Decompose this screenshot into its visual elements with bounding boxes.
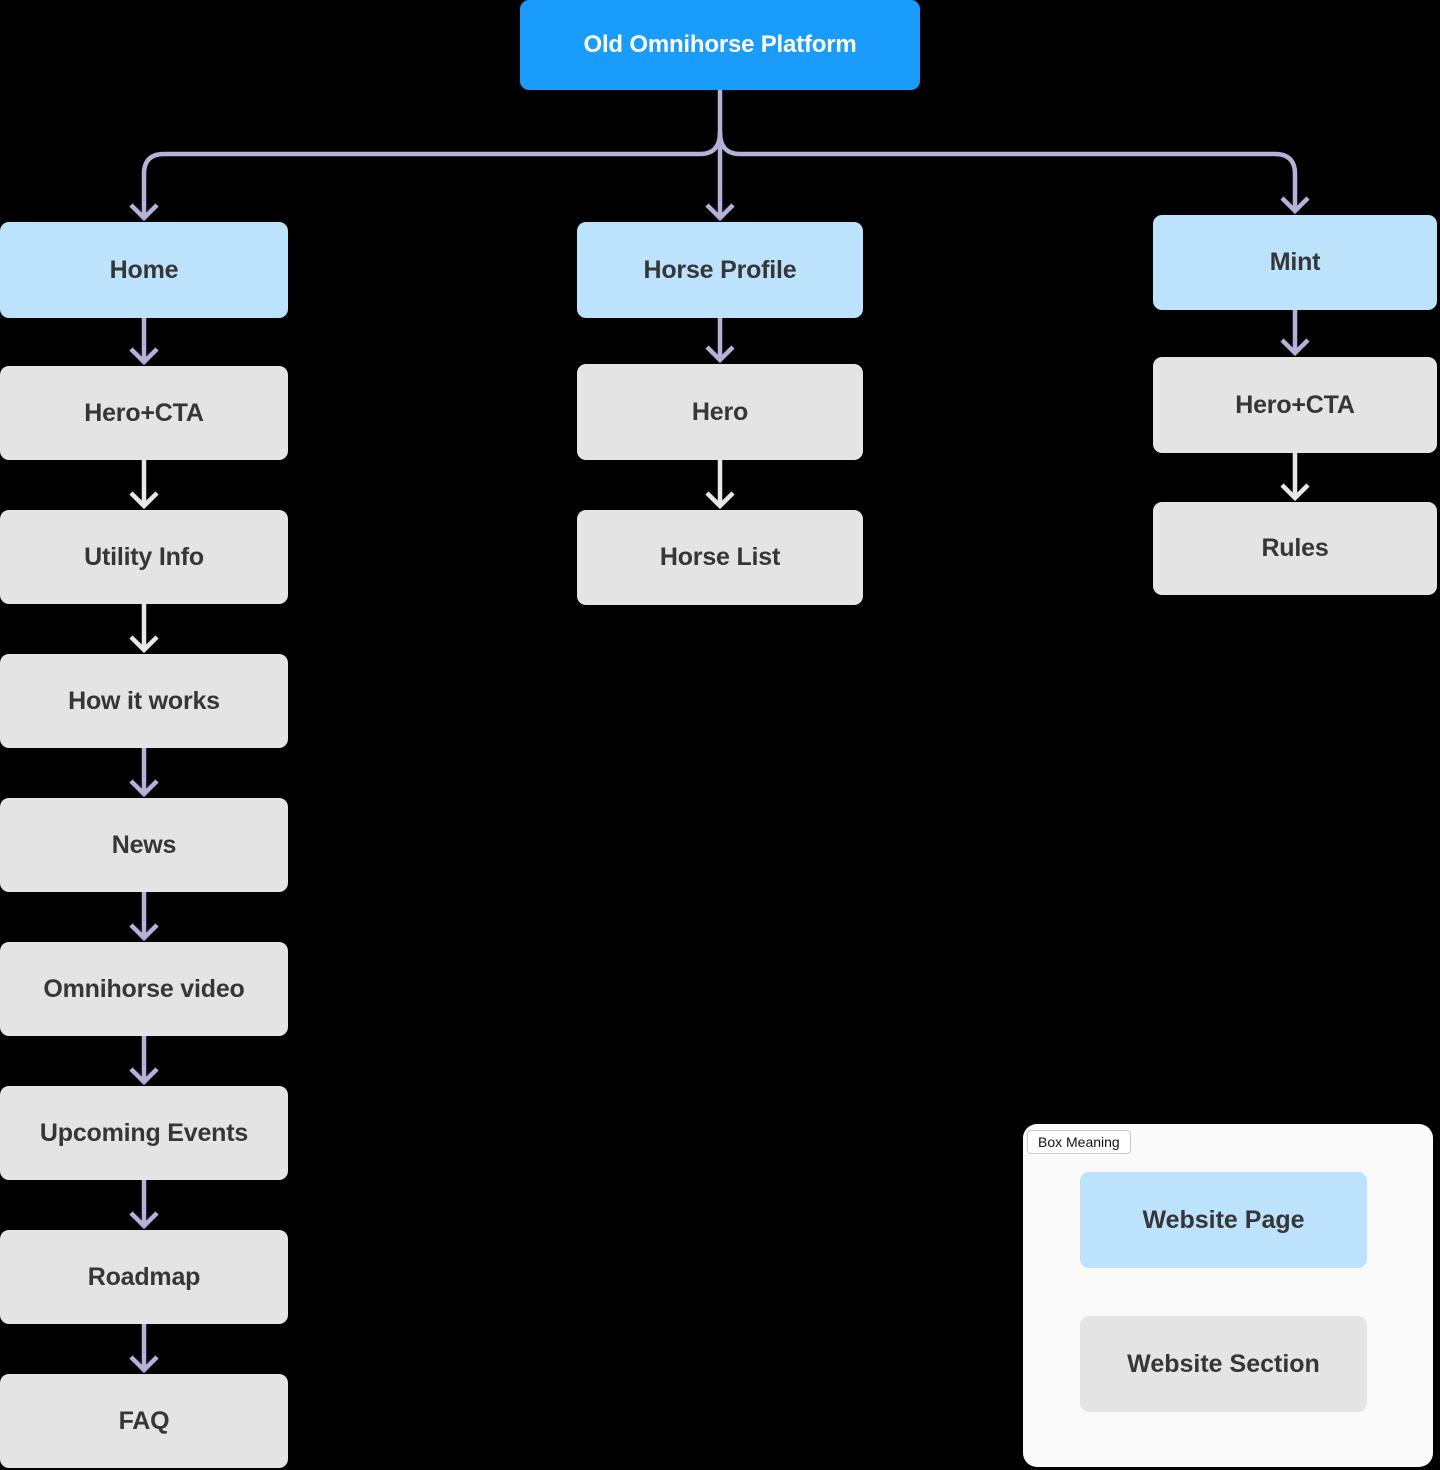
node-label: Horse List xyxy=(659,543,781,571)
node-hero[interactable]: Hero xyxy=(577,364,863,460)
node-label: Rules xyxy=(1261,534,1329,562)
arrow-down-icon xyxy=(129,779,159,798)
legend-card: Box Meaning Website Page Website Section xyxy=(1023,1124,1433,1467)
connector-root-to-home xyxy=(129,131,723,222)
node-omnihorse-video[interactable]: Omnihorse video xyxy=(0,942,288,1036)
arrow-down-icon xyxy=(129,1067,159,1086)
node-horse-profile[interactable]: Horse Profile xyxy=(577,222,863,318)
arrow-down-icon xyxy=(129,347,159,366)
legend-item-website-section: Website Section xyxy=(1080,1316,1367,1412)
node-roadmap[interactable]: Roadmap xyxy=(0,1230,288,1324)
arrow-down-icon xyxy=(705,203,735,222)
node-label: How it works xyxy=(68,686,220,715)
node-label: Old Omnihorse Platform xyxy=(583,31,857,58)
node-how-it-works[interactable]: How it works xyxy=(0,654,288,748)
connector-roadmap-to-faq xyxy=(129,1324,159,1374)
legend-item-website-page: Website Page xyxy=(1080,1172,1367,1268)
connector-horse-profile-to-hero xyxy=(705,318,735,364)
node-label: Hero+CTA xyxy=(84,398,204,427)
node-label: Home xyxy=(109,255,179,284)
node-faq[interactable]: FAQ xyxy=(0,1374,288,1468)
connector-hero-to-horse-list xyxy=(705,460,735,510)
arrow-down-icon xyxy=(1280,338,1310,357)
arrow-down-icon xyxy=(1280,483,1310,502)
connector-omnihorse-video-to-upcoming-events xyxy=(129,1036,159,1086)
legend-item-label: Website Section xyxy=(1127,1349,1320,1378)
node-horse-list[interactable]: Horse List xyxy=(577,510,863,605)
connector-upcoming-events-to-roadmap xyxy=(129,1180,159,1230)
connector-hero-cta-to-rules xyxy=(1280,453,1310,502)
node-mint-hero-cta[interactable]: Hero+CTA xyxy=(1153,357,1437,453)
connector-root-to-horse-profile xyxy=(705,90,735,222)
node-label: FAQ xyxy=(118,1406,170,1435)
node-mint[interactable]: Mint xyxy=(1153,215,1437,310)
node-label: Upcoming Events xyxy=(39,1118,249,1147)
node-label: Mint xyxy=(1269,248,1321,276)
node-label: Roadmap xyxy=(87,1262,201,1291)
node-news[interactable]: News xyxy=(0,798,288,892)
arrow-down-icon xyxy=(1280,196,1310,215)
legend-title: Box Meaning xyxy=(1027,1130,1131,1154)
arrow-down-icon xyxy=(705,345,735,364)
arrow-down-icon xyxy=(129,923,159,942)
node-home[interactable]: Home xyxy=(0,222,288,318)
node-utility-info[interactable]: Utility Info xyxy=(0,510,288,604)
arrow-down-icon xyxy=(129,635,159,654)
arrow-down-icon xyxy=(129,1211,159,1230)
connector-utility-info-to-how-it-works xyxy=(129,604,159,654)
node-home-hero-cta[interactable]: Hero+CTA xyxy=(0,366,288,460)
connector-news-to-omnihorse-video xyxy=(129,892,159,942)
node-label: Horse Profile xyxy=(643,255,797,284)
arrow-down-icon xyxy=(129,1355,159,1374)
connector-home-to-hero-cta xyxy=(129,318,159,366)
node-upcoming-events[interactable]: Upcoming Events xyxy=(0,1086,288,1180)
node-rules[interactable]: Rules xyxy=(1153,502,1437,595)
node-label: Hero xyxy=(691,397,749,426)
node-label: Utility Info xyxy=(84,542,204,571)
arrow-down-icon xyxy=(705,491,735,510)
node-label: Hero+CTA xyxy=(1235,390,1355,419)
node-old-omnihorse-platform[interactable]: Old Omnihorse Platform xyxy=(520,0,920,90)
connector-root-to-mint xyxy=(717,131,1310,215)
connector-mint-to-hero-cta xyxy=(1280,310,1310,357)
connector-hero-cta-to-utility-info xyxy=(129,460,159,510)
node-label: Omnihorse video xyxy=(43,974,245,1003)
legend-item-label: Website Page xyxy=(1142,1205,1305,1234)
node-label: News xyxy=(111,830,177,859)
arrow-down-icon xyxy=(129,491,159,510)
connector-how-it-works-to-news xyxy=(129,748,159,798)
arrow-down-icon xyxy=(129,203,159,222)
